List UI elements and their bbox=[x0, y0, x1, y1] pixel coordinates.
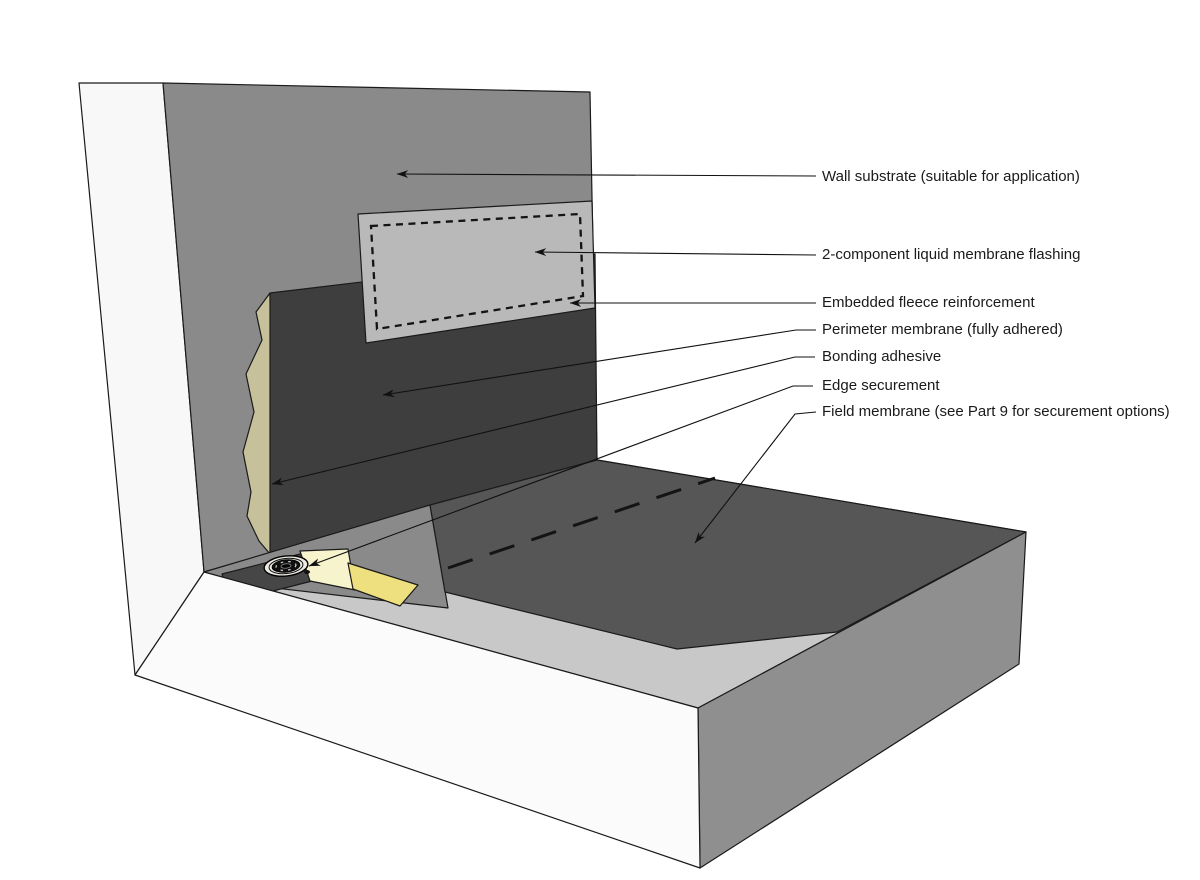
leader-edge-securement bbox=[308, 385, 813, 567]
label-field-membrane: Field membrane (see Part 9 for securemen… bbox=[822, 403, 1170, 420]
label-wall-substrate: Wall substrate (suitable for application… bbox=[822, 168, 1080, 185]
leader-bonding-adhesive bbox=[271, 356, 815, 486]
deck-front-face bbox=[134, 571, 701, 869]
leader-wall-substrate bbox=[396, 170, 817, 178]
fastener-screw-tip bbox=[304, 570, 310, 574]
label-edge-securement: Edge securement bbox=[822, 377, 940, 394]
label-liquid-flashing: 2-component liquid membrane flashing bbox=[822, 246, 1081, 263]
fleece-dashed-outline bbox=[369, 212, 585, 331]
bonding-adhesive-yellow-patch bbox=[347, 562, 419, 607]
leader-liquid-flashing bbox=[534, 248, 817, 256]
label-bonding-adhesive: Bonding adhesive bbox=[822, 348, 942, 365]
field-membrane-surface bbox=[429, 459, 1027, 650]
label-perimeter-membrane: Perimeter membrane (fully adhered) bbox=[822, 321, 1063, 338]
leader-perimeter-membrane bbox=[382, 329, 816, 398]
liquid-flashing-patch bbox=[357, 200, 596, 344]
leader-field-membrane bbox=[694, 411, 817, 544]
membrane-seam-dashes bbox=[447, 476, 716, 570]
edge-securement-fastener bbox=[263, 555, 309, 577]
label-fleece: Embedded fleece reinforcement bbox=[822, 294, 1035, 311]
